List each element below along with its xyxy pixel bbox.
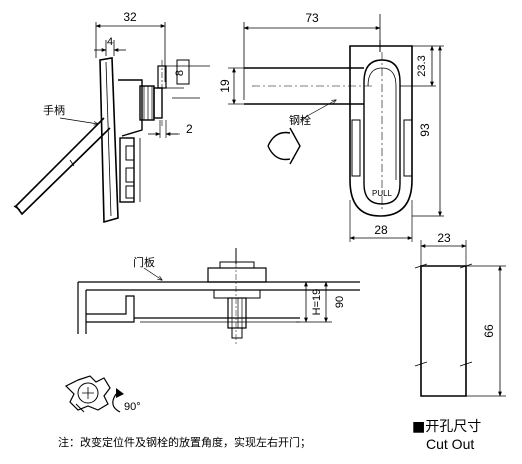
bolt-label: 钢栓 (289, 113, 311, 127)
side-dim-square: 8 (174, 70, 186, 76)
front-dim-width: 28 (374, 223, 388, 237)
front-view (228, 14, 444, 242)
side-dim-plate: 4 (107, 36, 113, 48)
front-dim-height: 93 (418, 123, 432, 137)
cutout-view (414, 240, 506, 397)
door-label: 门板 (133, 255, 155, 269)
handle-label: 手柄 (43, 103, 65, 117)
cutout-dim-height: 66 (482, 324, 496, 338)
cutout-title-en: Cut Out (426, 436, 474, 452)
bottom-dim-90: 90 (334, 296, 346, 308)
cutout-title-cn: ■开孔尺寸 (412, 419, 481, 435)
side-dim-step: 2 (186, 122, 193, 136)
side-view (13, 22, 210, 224)
front-dim-upper: 23.3 (416, 55, 428, 76)
front-dim-bolt-height: 19 (218, 79, 232, 93)
note-text: 注：改变定位件及钢栓的放置角度，实现左右开门； (58, 435, 311, 449)
rotation-text: 90° (124, 401, 141, 413)
front-dim-length: 73 (305, 11, 319, 25)
bottom-dim-h: H=19 (311, 289, 323, 316)
side-dim-width: 32 (123, 10, 137, 24)
cam-detail (64, 375, 124, 413)
cutout-dim-width: 23 (437, 231, 451, 245)
bottom-view (77, 248, 360, 344)
pull-text: PULL (372, 189, 393, 198)
